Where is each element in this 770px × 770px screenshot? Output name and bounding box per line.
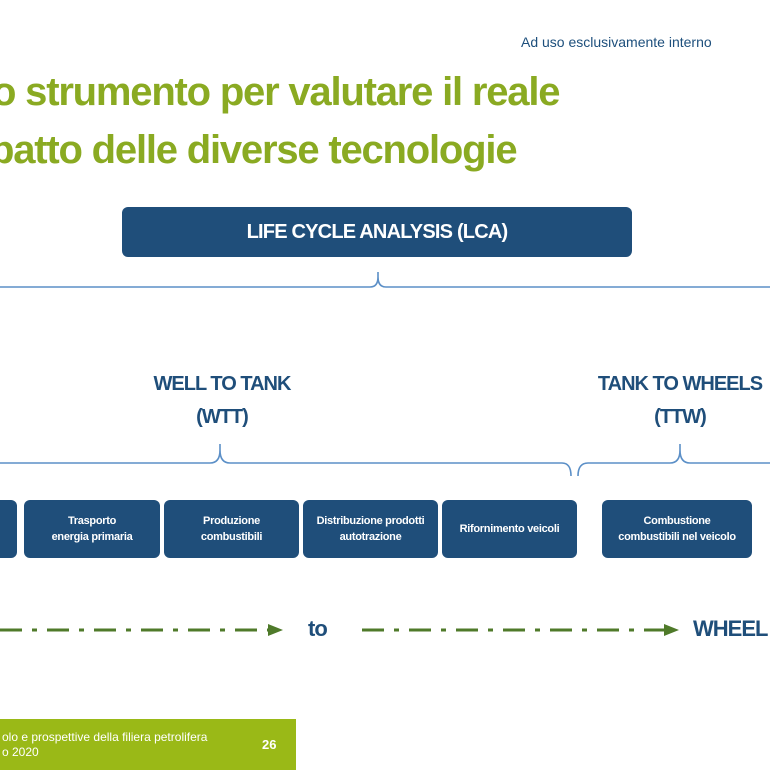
lca-bracket bbox=[0, 272, 770, 288]
step-box-produzione: Produzione combustibili bbox=[164, 500, 299, 558]
slide-title-line-1: o strumento per valutare il reale bbox=[0, 70, 560, 114]
step-box-combustione: Combustione combustibili nel veicolo bbox=[602, 500, 752, 558]
page-number: 26 bbox=[262, 737, 277, 752]
lca-box: LIFE CYCLE ANALYSIS (LCA) bbox=[122, 207, 632, 257]
step-box-rifornimento: Rifornimento veicoli bbox=[442, 500, 577, 558]
flow-label-wheel: WHEEL bbox=[693, 616, 768, 641]
lca-label: LIFE CYCLE ANALYSIS (LCA) bbox=[246, 220, 509, 243]
ttw-title-line-2: (TTW) bbox=[654, 406, 707, 428]
step-box-distribuzione: Distribuzione prodotti autotrazione bbox=[303, 500, 438, 558]
arrowhead-right bbox=[664, 624, 679, 636]
slide-title-line-2: patto delle diverse tecnologie bbox=[0, 128, 518, 172]
step-box-trasporto: Trasporto energia primaria bbox=[24, 500, 160, 558]
footer-bar: olo e prospettive della filiera petrolif… bbox=[0, 719, 296, 770]
ttw-bracket bbox=[577, 444, 770, 477]
arrowhead-left bbox=[268, 624, 283, 636]
wtt-title-line-1: WELL TO TANK bbox=[153, 373, 292, 395]
wtt-bracket bbox=[0, 444, 572, 477]
ttw-title-line-1: TANK TO WHEELS bbox=[597, 373, 763, 395]
footer-text: olo e prospettive della filiera petrolif… bbox=[2, 730, 208, 759]
wtt-title: WELL TO TANK (WTT) bbox=[122, 368, 322, 434]
ttw-title: TANK TO WHEELS (TTW) bbox=[580, 368, 770, 434]
confidentiality-notice: Ad uso esclusivamente interno bbox=[521, 34, 712, 50]
step-box-partial bbox=[0, 500, 17, 558]
flow-label-to: to bbox=[308, 616, 328, 641]
wtt-title-line-2: (WTT) bbox=[196, 406, 249, 428]
